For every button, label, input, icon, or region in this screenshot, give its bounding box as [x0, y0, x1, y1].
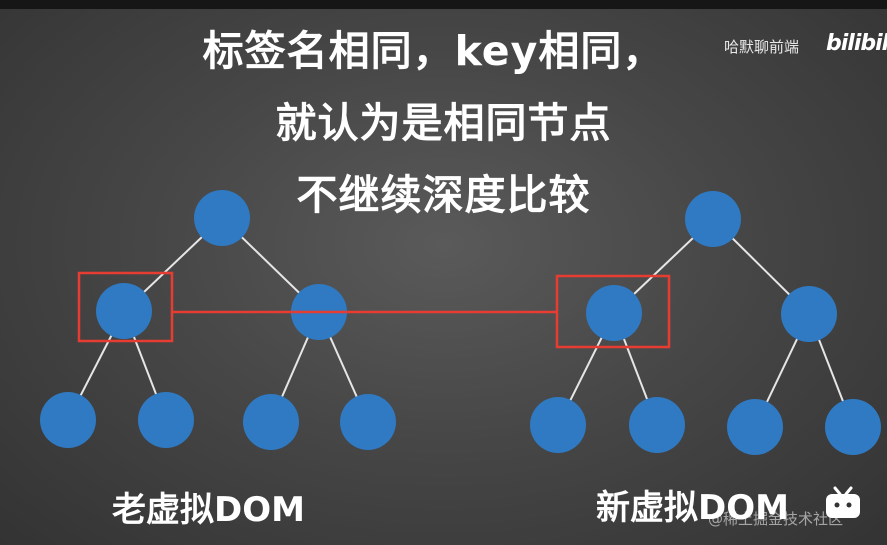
new-leaf-node-4 [825, 399, 881, 455]
title-line-3: 不继续深度比较 [296, 171, 591, 219]
new-leaf-node-3 [727, 399, 783, 455]
old-tree-nodes [40, 190, 396, 450]
old-highlight-box [77, 271, 174, 343]
new-leaf-node-1 [530, 397, 586, 453]
bilibili-logo: bilibili [826, 31, 887, 56]
old-leaf-node-1 [40, 392, 96, 448]
old-leaf-node-2 [138, 392, 194, 448]
new-root-node [685, 191, 741, 247]
new-tree-label: 新虚拟DOM [596, 488, 789, 528]
new-right-child-node [781, 286, 837, 342]
credit-text: @稀土掘金技术社区 [708, 510, 844, 528]
old-leaf-node-4 [340, 394, 396, 450]
new-leaf-node-2 [629, 397, 685, 453]
tv-icon [826, 486, 860, 518]
old-root-node [194, 190, 250, 246]
new-tree-nodes [530, 191, 881, 455]
title-line-1: 标签名相同，key相同， [202, 27, 665, 75]
top-bar [0, 0, 887, 9]
old-left-child-node [96, 283, 152, 339]
same-node-highlight [77, 271, 671, 349]
old-tree-label: 老虚拟DOM [112, 490, 305, 530]
channel-watermark: 哈默聊前端 [724, 38, 800, 56]
old-leaf-node-3 [243, 394, 299, 450]
new-left-child-node [586, 285, 642, 341]
title-line-2: 就认为是相同节点 [275, 99, 612, 147]
